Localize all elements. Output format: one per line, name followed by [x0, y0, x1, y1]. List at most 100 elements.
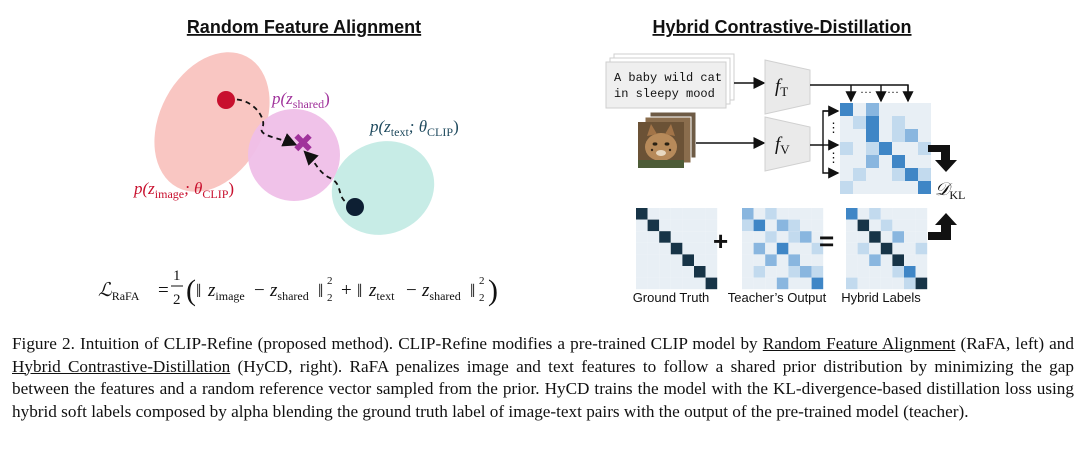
svg-text:): ): [488, 274, 498, 307]
matrix-cell: [857, 266, 870, 278]
matrix-cell: [853, 181, 866, 194]
matrix-cell: [880, 242, 893, 255]
image-input-stack: [638, 111, 697, 168]
matrix-cell: [659, 208, 671, 220]
matrix-cell: [869, 231, 881, 243]
svg-text:=: =: [158, 280, 169, 301]
matrix-cell: [866, 116, 879, 129]
svg-text:‖: ‖: [357, 281, 362, 302]
hybrid-labels-label: Hybrid Labels: [841, 290, 921, 305]
matrix-cell: [857, 277, 870, 290]
matrix-cell: [866, 168, 879, 181]
matrix-cell: [776, 231, 789, 243]
matrix-cell: [915, 277, 928, 290]
matrix-cell: [879, 129, 892, 142]
matrix-cell: [918, 129, 931, 142]
matrix-cell: [694, 254, 706, 266]
image-feature-point: [217, 91, 235, 109]
similarity-matrix: [840, 103, 931, 194]
matrix-cell: [879, 116, 892, 129]
matrix-cell: [647, 231, 660, 243]
svg-text:2: 2: [479, 292, 485, 304]
matrix-cell: [866, 129, 879, 142]
matrix-cell: [869, 254, 881, 266]
matrix-cell: [776, 208, 789, 220]
matrix-cell: [811, 266, 824, 278]
ground-truth-label: Ground Truth: [633, 290, 710, 305]
svg-text:zshared: zshared: [269, 280, 309, 303]
matrix-cell: [670, 208, 683, 220]
matrix-cell: [880, 219, 893, 232]
matrix-cell: [682, 266, 694, 278]
caption-link-rafa: Random Feature Alignment: [762, 334, 956, 353]
matrix-cell: [742, 242, 754, 255]
matrix-cell: [636, 254, 648, 266]
svg-text:‖: ‖: [318, 281, 323, 302]
matrix-cell: [670, 231, 683, 243]
matrix-cell: [659, 231, 671, 243]
matrix-cell: [742, 219, 754, 232]
matrix-cell: [765, 277, 777, 290]
matrix-cell: [659, 266, 671, 278]
matrix-cell: [853, 155, 866, 168]
matrix-cell: [880, 231, 893, 243]
matrix-cell: [753, 277, 766, 290]
plus-sign: +: [713, 226, 728, 256]
matrix-cell: [892, 219, 904, 232]
matrix-cell: [915, 242, 928, 255]
matrix-cell: [892, 129, 905, 142]
matrix-cell: [846, 266, 858, 278]
matrix-cell: [904, 277, 916, 290]
image-distribution-blob: [154, 52, 270, 192]
vision-encoder: fV: [764, 116, 811, 172]
text-input-stack: A baby wild cat in sleepy mood: [605, 53, 735, 109]
matrix-cell: [682, 254, 694, 266]
matrix-cell: [811, 208, 824, 220]
matrix-cell: [765, 266, 777, 278]
matrix-cell: [853, 116, 866, 129]
matrix-cell: [905, 155, 918, 168]
matrix-cell: [682, 231, 694, 243]
matrix-cell: [866, 103, 879, 116]
matrix-cell: [753, 208, 766, 220]
ground-truth-matrix: [636, 208, 718, 290]
svg-text:‖: ‖: [470, 281, 475, 302]
matrix-cell: [742, 208, 754, 220]
matrix-cell: [694, 277, 706, 290]
matrix-cell: [853, 129, 866, 142]
matrix-cell: [682, 219, 694, 232]
matrix-cell: [753, 266, 766, 278]
matrix-cell: [904, 208, 916, 220]
thick-arrow-down: [928, 145, 957, 172]
figure-diagram: Random Feature Alignment ✖ p(zshared) p(…: [98, 17, 965, 308]
matrix-cell: [765, 254, 777, 266]
matrix-cell: [905, 168, 918, 181]
matrix-cell: [694, 231, 706, 243]
matrix-cell: [892, 103, 905, 116]
matrix-cell: [776, 277, 789, 290]
matrix-cell: [800, 219, 812, 232]
matrix-cell: [905, 103, 918, 116]
matrix-cell: [742, 277, 754, 290]
left-vdots-1: ⋮: [827, 120, 840, 135]
matrix-cell: [880, 254, 893, 266]
matrix-cell: [705, 242, 718, 255]
matrix-cell: [647, 266, 660, 278]
matrix-cell: [636, 277, 648, 290]
matrix-cell: [905, 142, 918, 155]
matrix-cell: [905, 116, 918, 129]
svg-text:zshared: zshared: [421, 280, 461, 303]
matrix-cell: [788, 277, 800, 290]
text-distribution-label: p(ztext; θCLIP): [369, 117, 459, 139]
matrix-cell: [636, 219, 648, 232]
svg-text:2: 2: [479, 275, 485, 287]
matrix-cell: [800, 242, 812, 255]
matrix-cell: [800, 254, 812, 266]
matrix-cell: [857, 242, 870, 255]
matrix-cell: [915, 266, 928, 278]
caption-link-hycd: Hybrid Contrastive-Distillation: [12, 356, 231, 376]
teacher-output-label: Teacher’s Output: [728, 290, 827, 305]
matrix-cell: [659, 254, 671, 266]
svg-text:1: 1: [173, 268, 181, 284]
rafa-loss-formula: ℒRaFA = 1 2 ( ‖ zimage − zshared ‖ 2 2 +…: [98, 268, 498, 308]
